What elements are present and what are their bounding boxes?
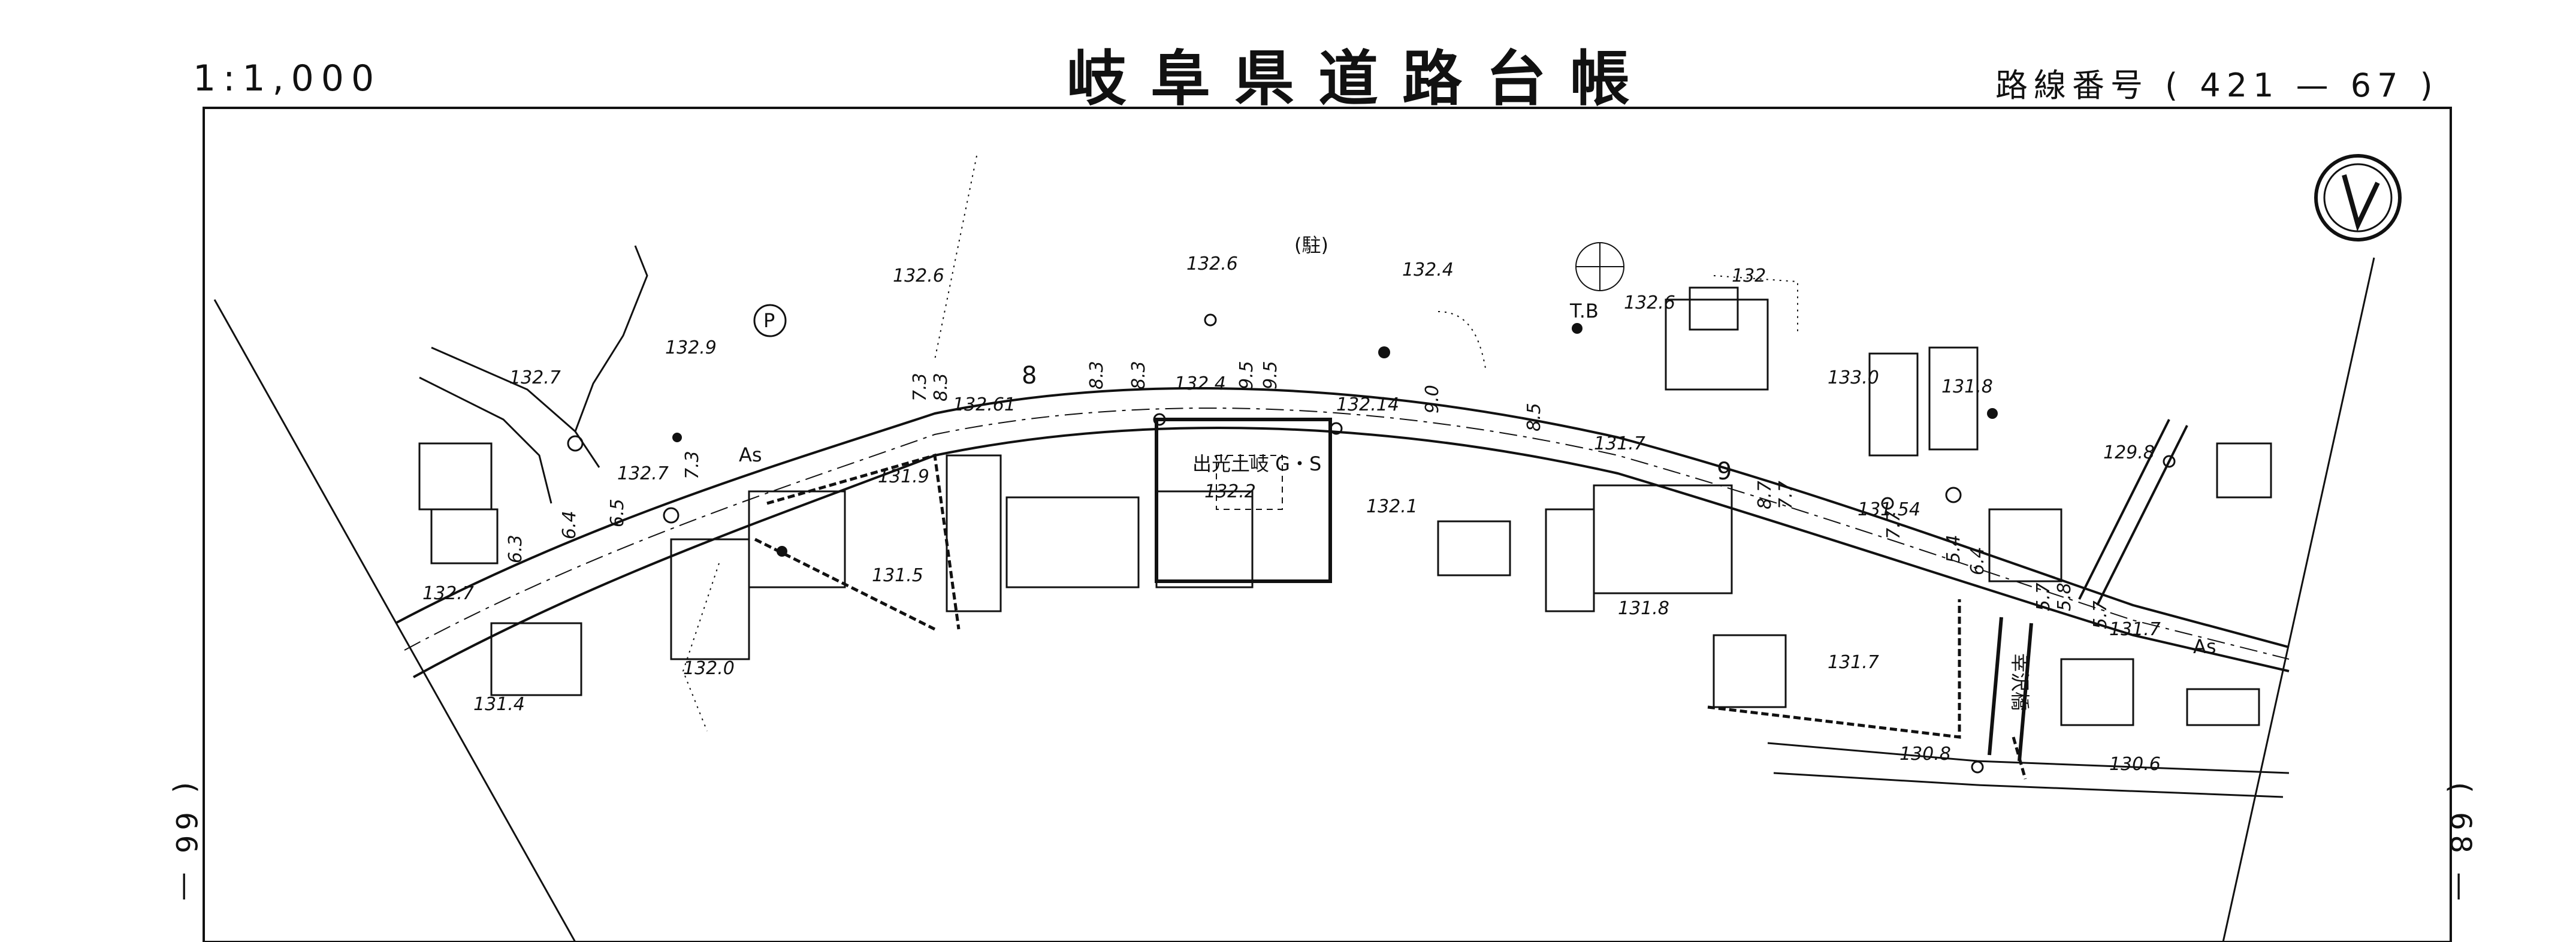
width-label: 5.7 bbox=[2033, 582, 2054, 611]
rail-track bbox=[2078, 419, 2188, 606]
elevation-label: 131.54 bbox=[1858, 499, 1920, 520]
elevation-label: 132.0 bbox=[683, 658, 735, 679]
sheet-boundary-left bbox=[213, 299, 576, 942]
elevation-label: 132.7 bbox=[422, 583, 474, 604]
surface-label: As bbox=[739, 443, 762, 466]
elevation-label: 131.8 bbox=[1941, 376, 1993, 397]
map-title: 岐阜県道路台帳 bbox=[1067, 44, 1654, 114]
width-label: 8.7 bbox=[1754, 481, 1775, 509]
dotted-boundaries bbox=[682, 155, 1798, 732]
elevation-label: 133.0 bbox=[1828, 367, 1879, 388]
elevation-label: 132.6 bbox=[1624, 292, 1675, 313]
width-label: 7.3 bbox=[910, 373, 931, 401]
width-label: 6.4 bbox=[1967, 547, 1988, 575]
width-label: 9.5 bbox=[1236, 361, 1257, 390]
surface-label: As bbox=[2193, 635, 2216, 658]
width-label: 7.7 bbox=[1883, 511, 1904, 539]
buildings bbox=[418, 286, 2272, 726]
width-label: 9.5 bbox=[1260, 361, 1281, 390]
elevation-label: 132.7 bbox=[509, 367, 561, 388]
parking-symbol-label: P bbox=[763, 309, 775, 332]
road-edge-upper bbox=[395, 387, 2290, 648]
elevation-label: 129.8 bbox=[2103, 442, 2155, 463]
elevation-label: 132.1 bbox=[1366, 496, 1418, 517]
elevation-label: 131.9 bbox=[878, 466, 929, 487]
elevation-label: 131.4 bbox=[473, 694, 525, 715]
adjacent-sheet-right: ( 68 — bbox=[2444, 782, 2477, 906]
parking-label: (駐) bbox=[1294, 234, 1328, 256]
elevation-label: 132.4 bbox=[1174, 373, 1226, 394]
elevation-label: 132.61 bbox=[953, 394, 1016, 415]
road-edges bbox=[395, 387, 2290, 678]
elevation-label: 132.4 bbox=[1402, 259, 1454, 280]
elevation-label: 131.7 bbox=[1828, 652, 1879, 673]
bridge-label: 幸沢橋 bbox=[2009, 653, 2031, 711]
open-markers bbox=[567, 313, 2176, 774]
width-label: 8.3 bbox=[1128, 361, 1149, 390]
width-label: 6.5 bbox=[607, 499, 628, 527]
width-label: 6.4 bbox=[559, 511, 580, 539]
gas-station-lot bbox=[1155, 418, 1332, 583]
side-road-left bbox=[419, 245, 648, 504]
parking-circle bbox=[753, 304, 787, 337]
elevation-label: 132.6 bbox=[893, 265, 944, 286]
sheet-boundary-right bbox=[2222, 257, 2375, 942]
width-label: 8.3 bbox=[931, 373, 952, 401]
width-label: 7.7 bbox=[1775, 481, 1796, 509]
map-scale: 1:1,000 bbox=[193, 58, 382, 99]
width-label: 9.0 bbox=[1422, 385, 1443, 413]
elevation-label: 131.7 bbox=[2109, 619, 2161, 640]
elevation-label: 132 bbox=[1732, 265, 1766, 286]
road-edge-lower bbox=[413, 427, 2290, 678]
gas-station-canopy bbox=[1216, 455, 1283, 510]
width-label: 5.8 bbox=[2054, 582, 2075, 611]
width-label: 7.3 bbox=[682, 451, 703, 479]
width-label: 5.7 bbox=[2090, 600, 2111, 629]
elevation-label: 132.2 bbox=[1204, 481, 1256, 502]
width-label: 8.5 bbox=[1524, 403, 1545, 431]
section-number: 8 bbox=[1022, 362, 1037, 390]
elevation-label: 131.7 bbox=[1594, 433, 1645, 454]
width-label: 8.3 bbox=[1086, 361, 1107, 390]
point-markers bbox=[672, 323, 1998, 557]
elevation-label: 130.8 bbox=[1899, 744, 1951, 765]
map-frame bbox=[203, 107, 2452, 942]
bridge-structure bbox=[1988, 617, 2033, 762]
elevation-label: 131.5 bbox=[872, 565, 923, 586]
lower-street bbox=[1767, 742, 2290, 798]
width-label: 6.3 bbox=[505, 535, 526, 563]
elevation-label: 132.6 bbox=[1186, 253, 1238, 274]
benchmark-label: T.B bbox=[1569, 300, 1599, 322]
gas-station-label: 出光土岐 G・S bbox=[1192, 452, 1321, 475]
north-arrow-symbol bbox=[2314, 154, 2402, 241]
road-centerline bbox=[404, 407, 2290, 660]
adjacent-sheet-left: ( 66 — bbox=[169, 782, 203, 906]
elevation-label: 130.6 bbox=[2109, 754, 2161, 775]
route-number: 路線番号 ( 421 — 67 ) bbox=[1995, 67, 2439, 104]
elevation-label: 132.7 bbox=[617, 463, 669, 484]
elevation-label: 132.9 bbox=[665, 337, 717, 358]
elevation-label: 132.14 bbox=[1336, 394, 1399, 415]
benchmark-symbol bbox=[1575, 242, 1624, 291]
map-labels: 132.6 132.6 132.4 132.9 132.7 132.7 132.… bbox=[422, 234, 2216, 775]
width-label: 5.4 bbox=[1943, 535, 1964, 563]
elevation-label: 131.8 bbox=[1618, 598, 1669, 619]
section-number: 9 bbox=[1717, 458, 1732, 485]
